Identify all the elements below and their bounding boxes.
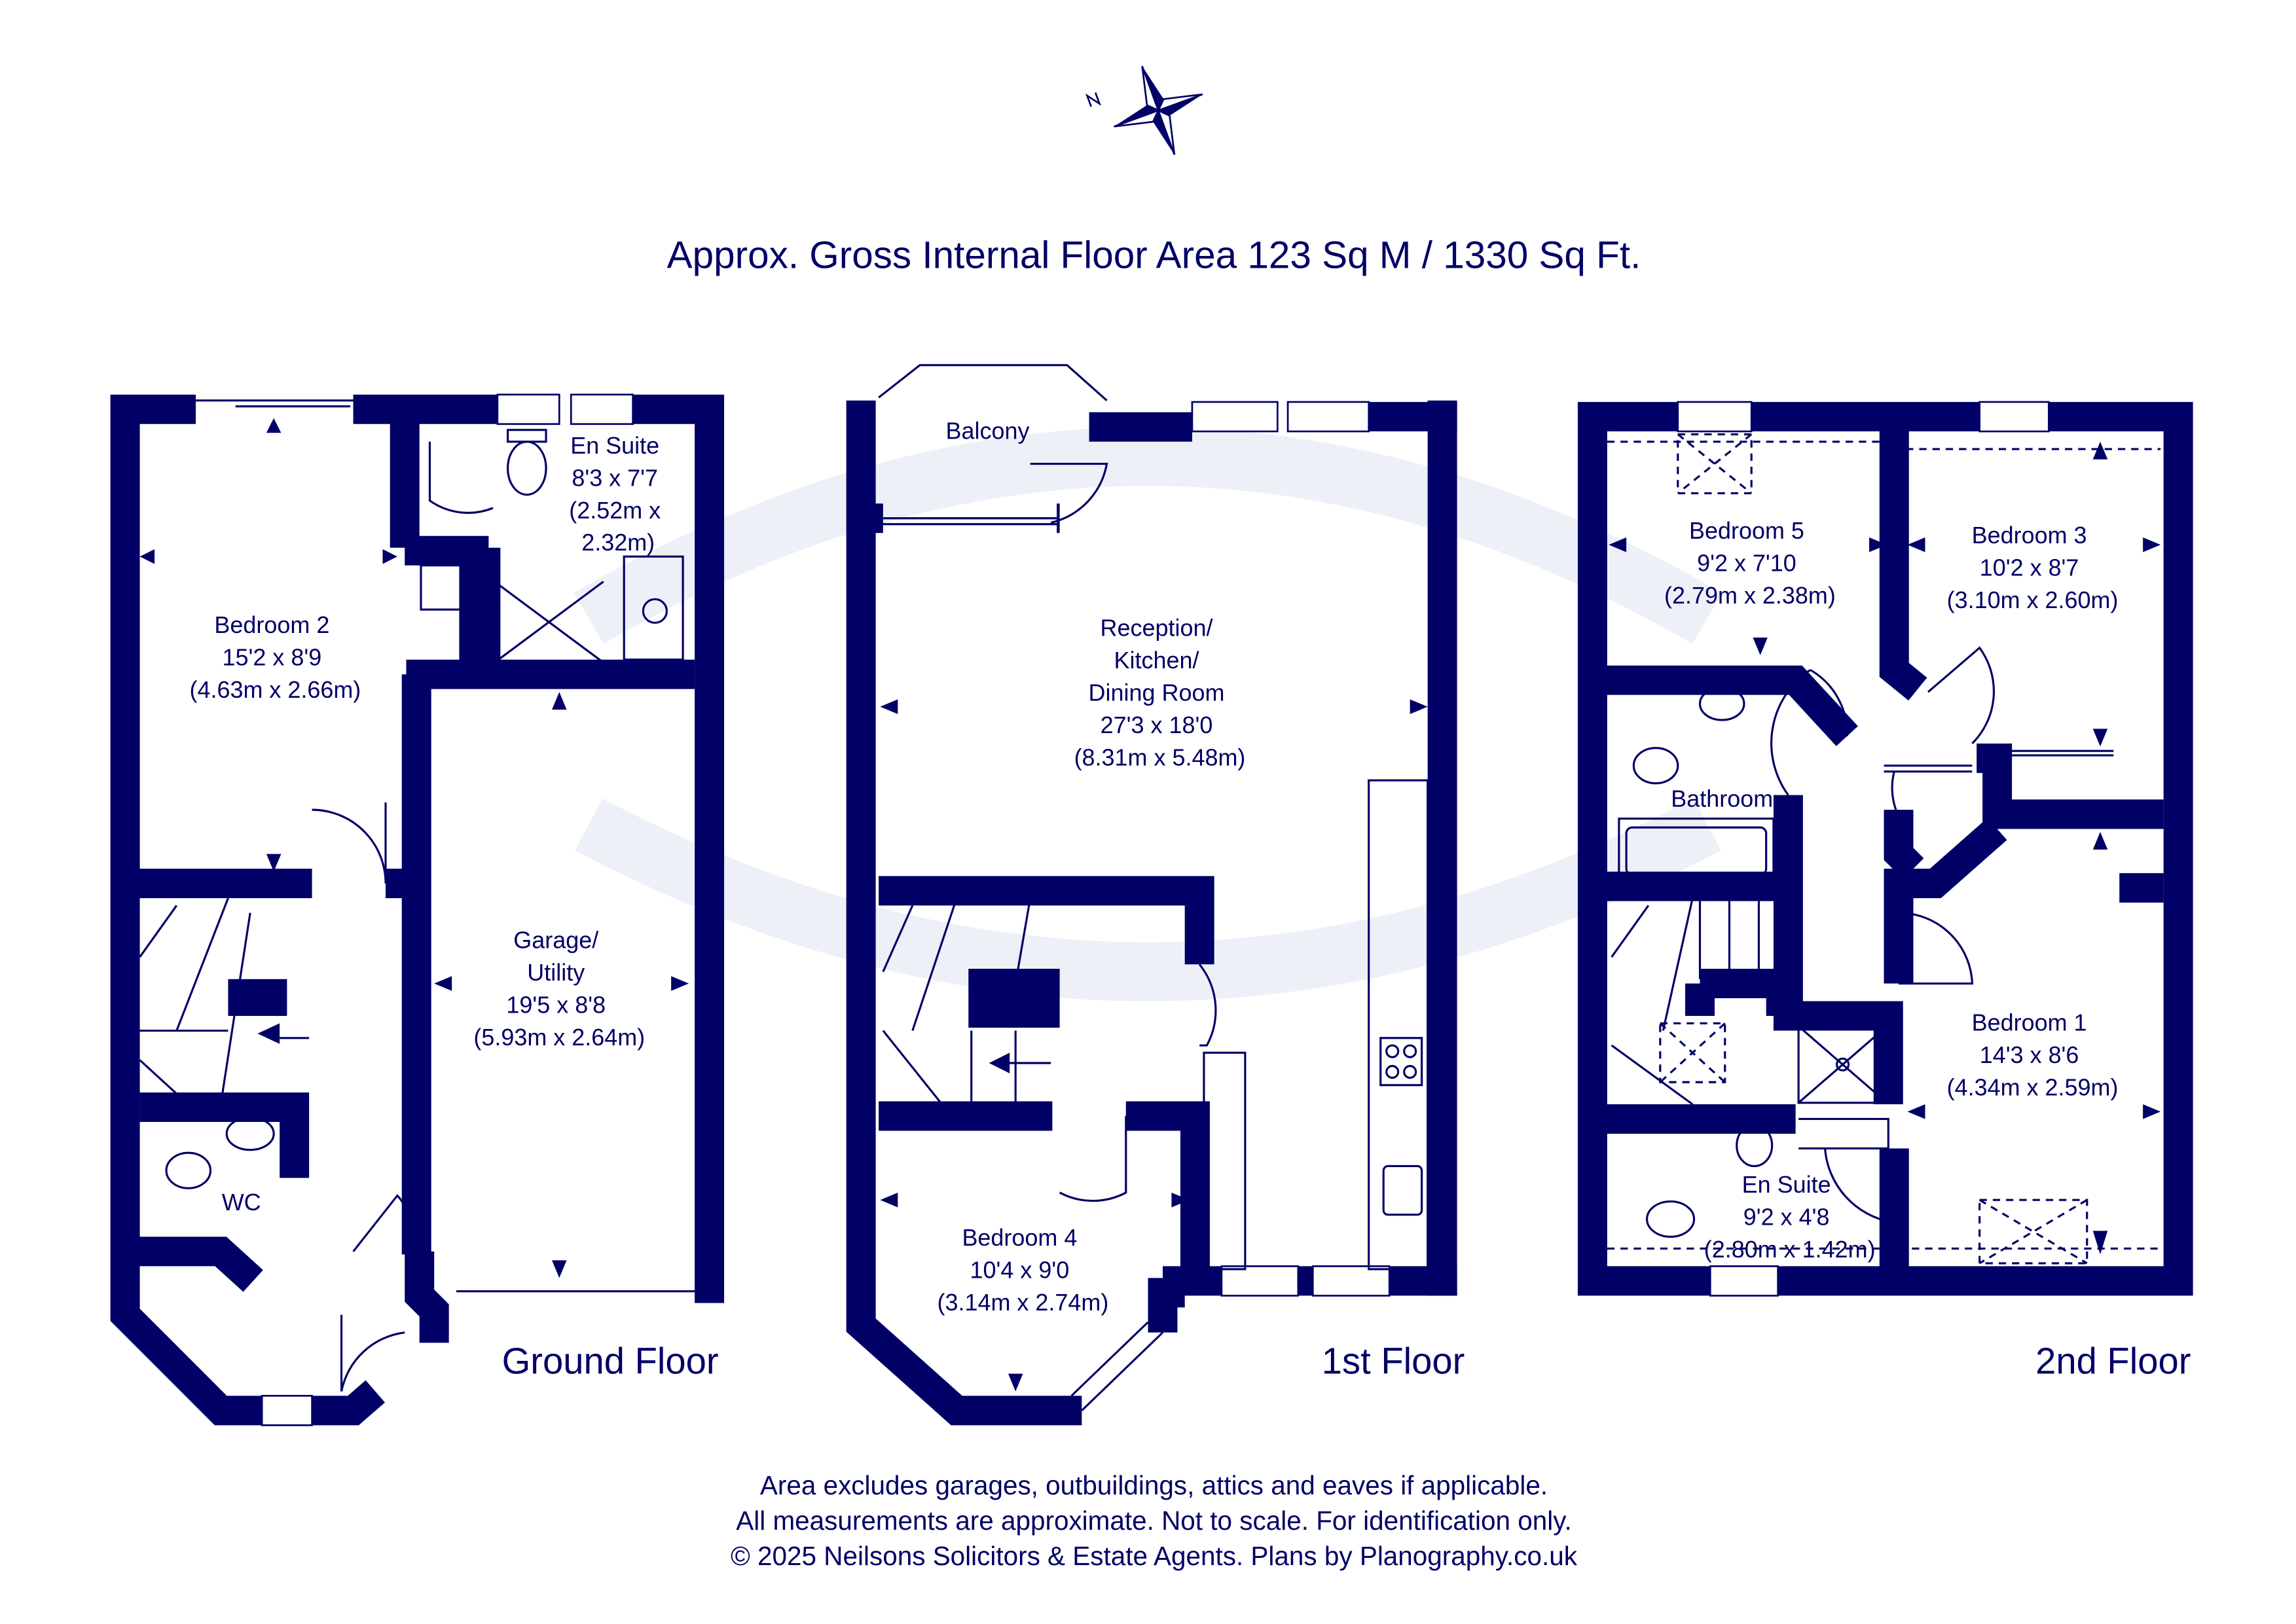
watermark-logo [574, 427, 1722, 1001]
first-floor-plan: Balcony Reception/ Kitchen/ Dining Room … [846, 364, 1465, 1426]
room-label-wc: WC [222, 1189, 261, 1216]
footer-disclaimer-measurements: All measurements are approximate. Not to… [736, 1506, 1571, 1536]
room-label-bedroom-3: Bedroom 3 10'2 x 8'7 (3.10m x 2.60m) [1947, 522, 2119, 613]
room-label-reception-kitchen-dining: Reception/ Kitchen/ Dining Room 27'3 x 1… [1074, 615, 1246, 771]
room-label-bedroom-4: Bedroom 4 10'4 x 9'0 (3.14m x 2.74m) [938, 1224, 1109, 1316]
room-label-bathroom: Bathroom [1671, 785, 1773, 812]
ground-floor-plan: En Suite 8'3 x 7'7 (2.52m x 2.32m) Bedro… [110, 393, 725, 1426]
floor-label-ground: Ground Floor [502, 1341, 719, 1382]
compass-icon [1085, 65, 1203, 155]
floor-label-second: 2nd Floor [2035, 1341, 2191, 1382]
room-label-garage-utility: Garage/ Utility 19'5 x 8'8 (5.93m x 2.64… [473, 927, 645, 1051]
room-label-en-suite-second: En Suite 9'2 x 4'8 (2.80m x 1.42m) [1704, 1171, 1876, 1263]
room-label-balcony: Balcony [945, 417, 1029, 444]
floor-area-title: Approx. Gross Internal Floor Area 123 Sq… [667, 234, 1641, 276]
footer-disclaimer-area: Area excludes garages, outbuildings, att… [760, 1470, 1548, 1500]
room-label-en-suite-ground: En Suite 8'3 x 7'7 (2.52m x 2.32m) [569, 432, 667, 556]
room-label-bedroom-5: Bedroom 5 9'2 x 7'10 (2.79m x 2.38m) [1664, 517, 1836, 609]
room-label-bedroom-2: Bedroom 2 15'2 x 8'9 (4.63m x 2.66m) [189, 611, 361, 703]
footer-copyright: © 2025 Neilsons Solicitors & Estate Agen… [731, 1541, 1578, 1571]
room-label-bedroom-1: Bedroom 1 14'3 x 8'6 (4.34m x 2.59m) [1947, 1009, 2119, 1101]
second-floor-plan: Bedroom 5 9'2 x 7'10 (2.79m x 2.38m) Bed… [1577, 401, 2193, 1382]
floor-label-first: 1st Floor [1322, 1341, 1465, 1382]
